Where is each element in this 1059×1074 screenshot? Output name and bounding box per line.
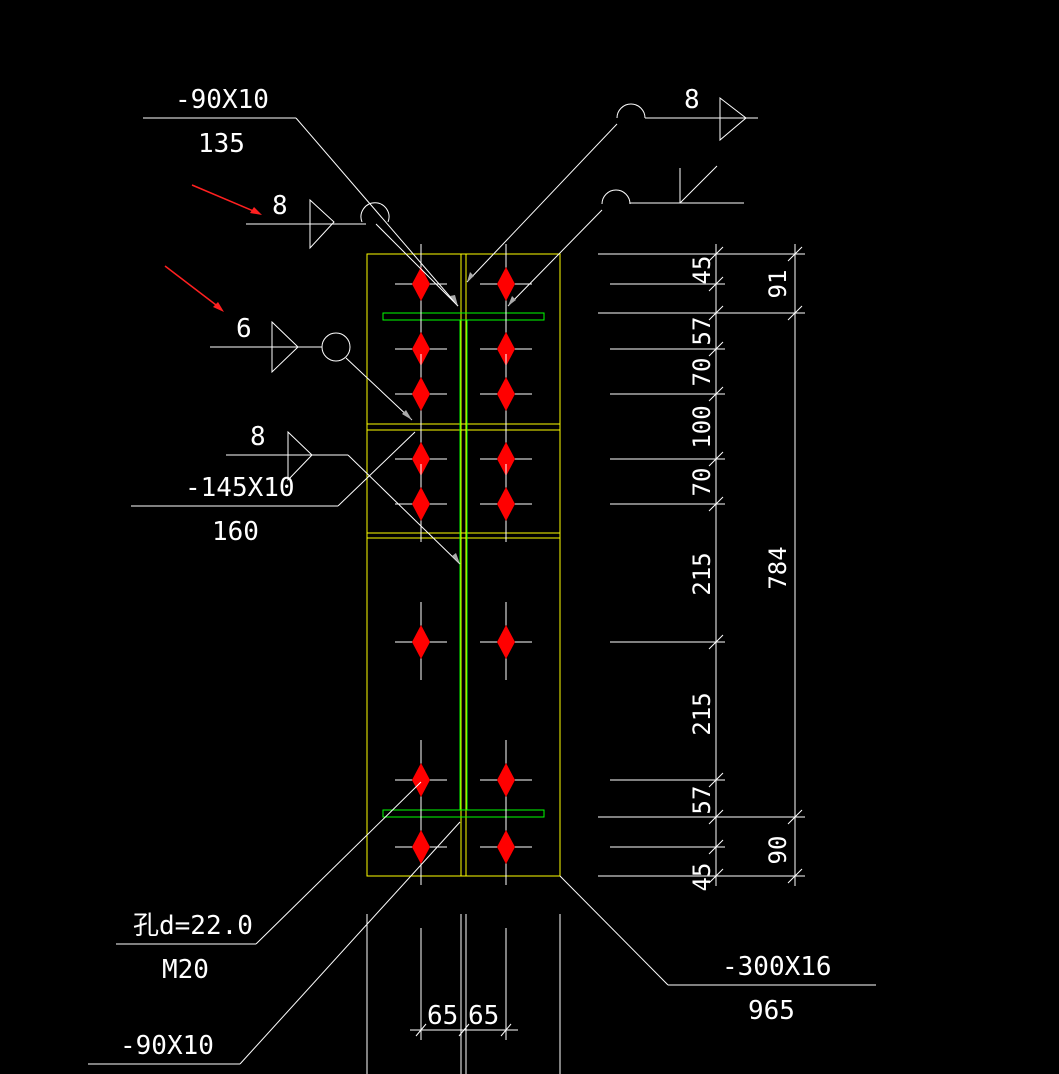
bolt-group (395, 244, 532, 885)
stiffeners (382, 312, 545, 818)
dim-215-top: 215 (688, 552, 716, 595)
dim-70-mid: 70 (688, 468, 716, 497)
dim-tick (708, 496, 724, 512)
dim-90: 90 (764, 836, 792, 865)
dim-57-top: 57 (688, 317, 716, 346)
bolt (480, 807, 532, 885)
dim-91: 91 (764, 270, 792, 299)
dim-215-bottom: 215 (688, 692, 716, 735)
dim-tick (787, 809, 803, 825)
bolt (480, 464, 532, 542)
dim-45-top: 45 (688, 256, 716, 285)
dim-tick (787, 246, 803, 262)
dim-57-bottom: 57 (688, 786, 716, 815)
label-main-plate-spec: -300X16 (722, 952, 832, 982)
dim-tick (787, 305, 803, 321)
dim-tick (708, 246, 724, 262)
label-main-plate-len: 965 (748, 996, 795, 1026)
dim-tick (787, 868, 803, 884)
label-mid-plate-spec: -145X10 (185, 473, 295, 503)
red-annotation-arrows (164, 184, 262, 312)
label-bottom-plate-spec: -90X10 (120, 1031, 214, 1061)
bolt (395, 807, 447, 885)
gauge-left: 65 (427, 1001, 458, 1031)
dim-tick (708, 386, 724, 402)
label-hole-spec: 孔d=22.0 (133, 911, 253, 941)
bolt (395, 740, 447, 818)
dim-tick (708, 839, 724, 855)
dim-784: 784 (764, 546, 792, 589)
label-mid-plate-len: 160 (212, 517, 259, 547)
bolt (395, 354, 447, 432)
dimension-texts: 45 57 70 100 70 215 215 57 45 91 784 90 (688, 256, 792, 892)
bolt (480, 740, 532, 818)
bolt (480, 602, 532, 680)
label-left-weld-1: 8 (272, 191, 288, 221)
dim-100: 100 (688, 405, 716, 448)
dim-70-top: 70 (688, 358, 716, 387)
dim-45-bottom: 45 (688, 863, 716, 892)
dim-tick (708, 868, 724, 884)
dim-tick (708, 634, 724, 650)
dim-tick (708, 451, 724, 467)
bottom-gauge: 65 65 (366, 914, 561, 1074)
bolt (395, 602, 447, 680)
label-bolt-spec: M20 (162, 955, 209, 985)
gauge-right: 65 (468, 1001, 499, 1031)
dim-tick (708, 305, 724, 321)
label-mid-weld: 8 (250, 422, 266, 452)
bolt (395, 464, 447, 542)
dim-tick (708, 276, 724, 292)
leaders: -90X10 135 8 8 6 8 -145X10 160 (88, 85, 876, 1065)
dimension-extension-lines (598, 244, 805, 886)
dim-tick (708, 809, 724, 825)
dim-tick (708, 341, 724, 357)
label-top-left-len: 135 (198, 129, 245, 159)
label-top-left-spec: -90X10 (175, 85, 269, 115)
main-plate (366, 253, 561, 877)
dim-tick (708, 772, 724, 788)
label-top-right-weld: 8 (684, 85, 700, 115)
label-left-weld-2: 6 (236, 314, 252, 344)
leader-arrowheads (402, 272, 516, 564)
